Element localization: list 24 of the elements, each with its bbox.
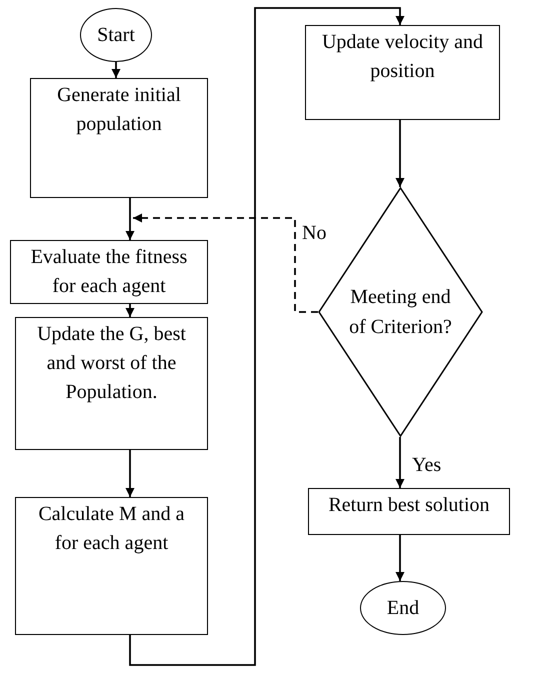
node-text: Calculate M and a for each agent	[37, 502, 186, 556]
arrow	[126, 304, 134, 317]
process-box	[10, 240, 208, 304]
arrow	[129, 7, 404, 666]
node-text: Start	[97, 23, 135, 48]
dashed-arrow	[133, 214, 318, 313]
node-text: Generate initial population	[56, 83, 182, 137]
process-box	[15, 317, 208, 450]
arrow	[396, 120, 404, 187]
process-box	[305, 25, 500, 120]
node-text: Update the G, best and worst of the Population.	[36, 322, 187, 405]
arrow	[396, 437, 404, 488]
node-text: Return best solution	[328, 493, 490, 518]
node-text: End	[386, 596, 420, 621]
process-box	[308, 488, 510, 535]
arrow	[126, 450, 134, 497]
arrow	[396, 535, 404, 581]
process-box	[30, 78, 208, 198]
node-text: Update velocity and position	[320, 30, 484, 84]
arrow	[126, 198, 134, 240]
node-text: Evaluate the fitness for each agent	[30, 245, 188, 299]
arrow	[112, 62, 120, 78]
process-box	[15, 497, 208, 635]
node-text: Meeting end of Criterion?	[348, 285, 453, 340]
